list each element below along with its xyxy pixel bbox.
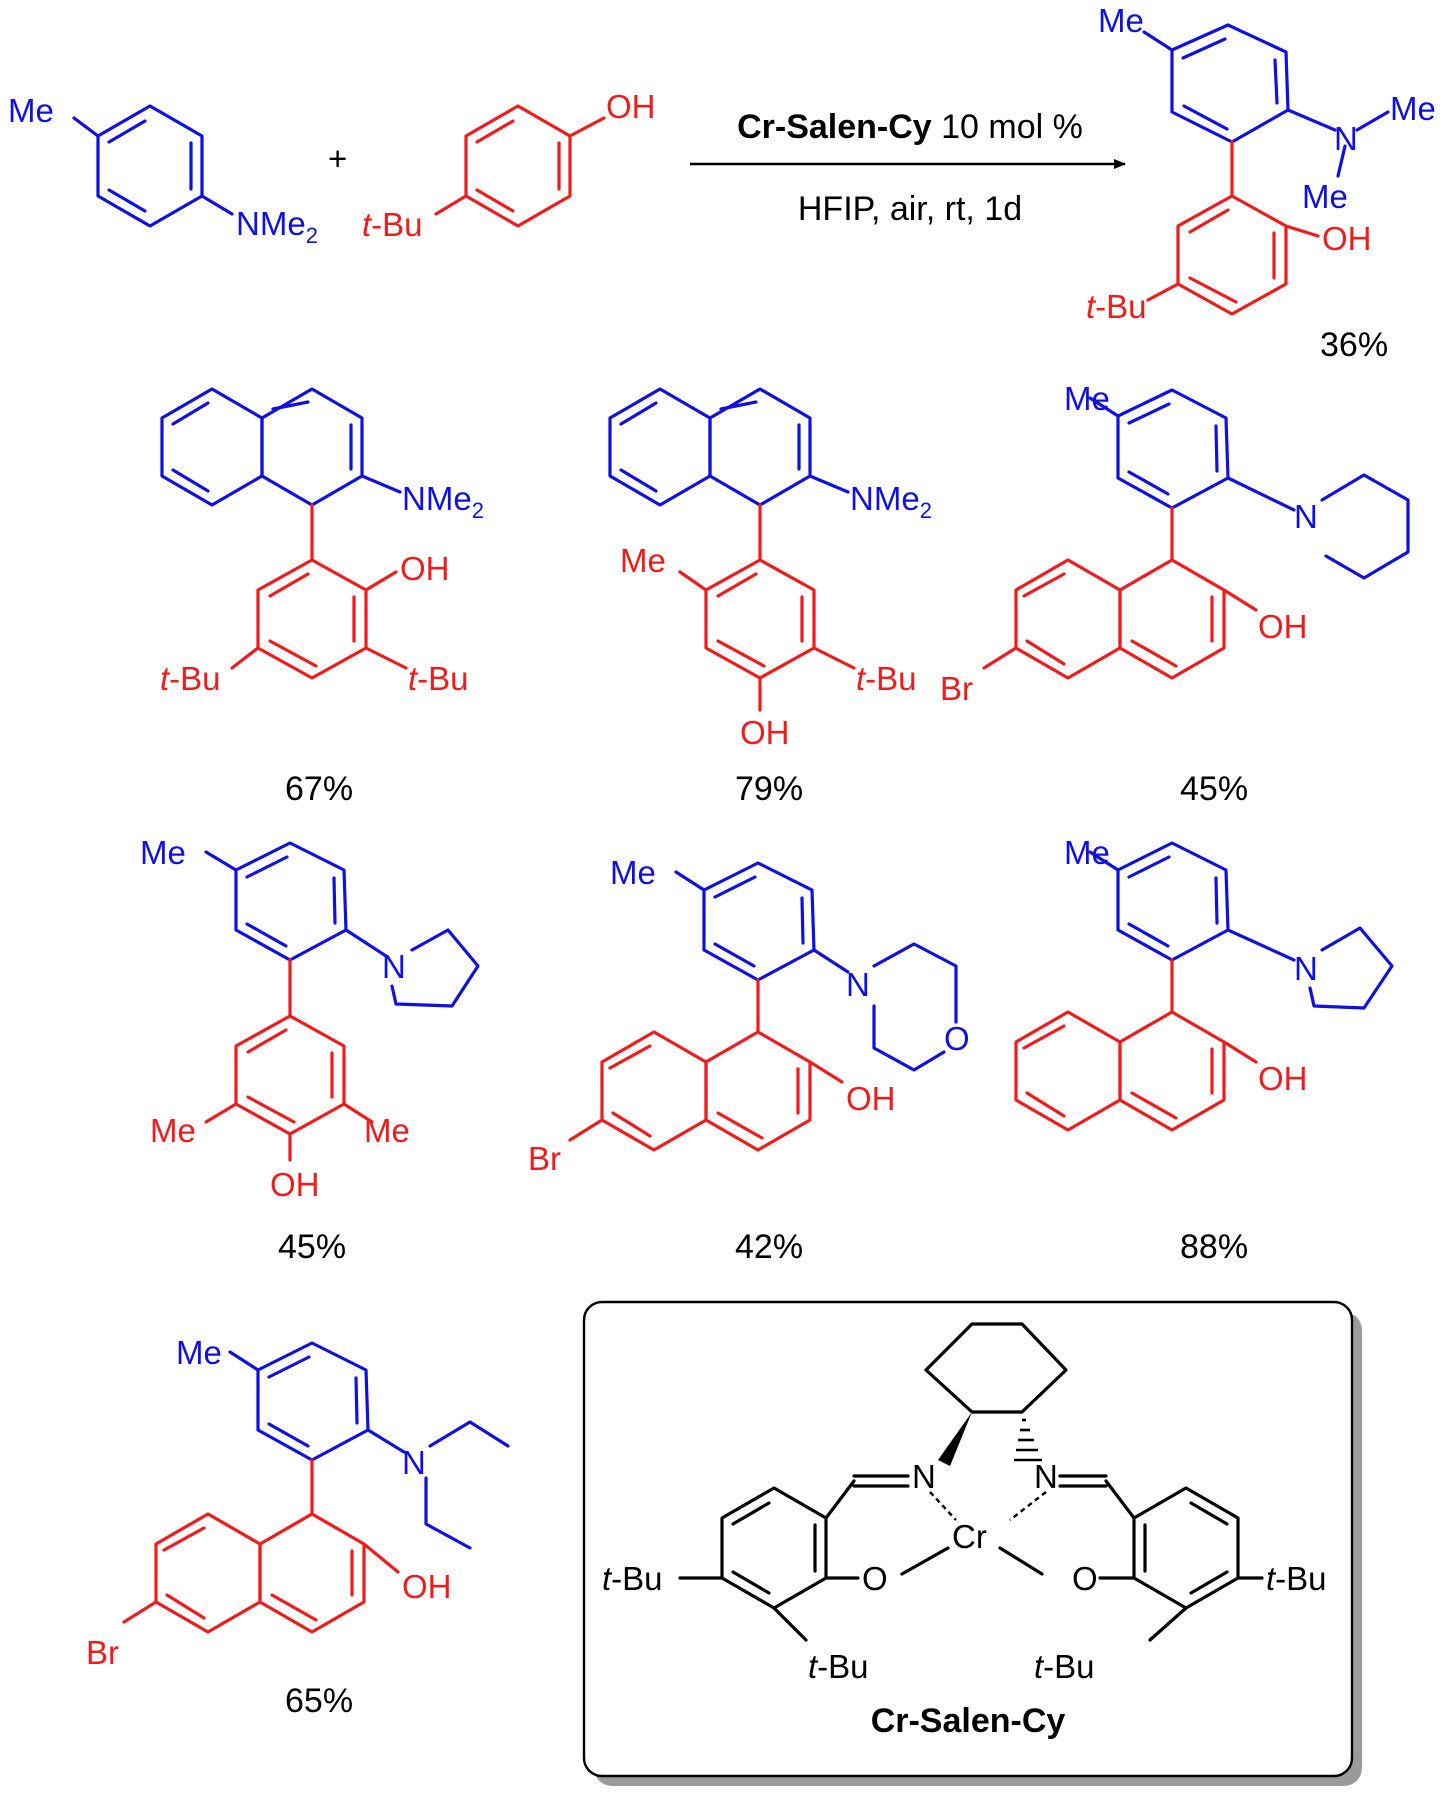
reactant-dimethylaniline: Me NMe2 — [8, 92, 318, 248]
p7-label-me: Me — [1064, 834, 1110, 871]
p8-label-oh: OH — [402, 1568, 452, 1605]
p7-label-oh: OH — [1258, 1060, 1308, 1097]
p1-label-tbu: t-Bu — [1086, 288, 1147, 325]
p8-label-br: Br — [86, 1634, 119, 1671]
p7-label-n: N — [1294, 950, 1318, 987]
p4-label-br: Br — [940, 670, 973, 707]
plus-sign: + — [328, 140, 347, 177]
p1-label-oh: OH — [1322, 220, 1372, 257]
p1-label-n: N — [1334, 120, 1358, 157]
yield-p5: 45% — [278, 1228, 346, 1266]
cat-label-n-left: N — [912, 1458, 936, 1495]
p3-label-tbu: t-Bu — [856, 660, 917, 697]
p2-label-oh: OH — [400, 550, 450, 587]
yield-p7: 88% — [1180, 1228, 1248, 1266]
p1-label-me-3: Me — [1302, 178, 1348, 215]
product-1: Me N Me Me OH t-Bu 36% — [1086, 2, 1436, 364]
reactant-tbu-phenol: OH t-Bu — [362, 88, 656, 243]
p8-label-n: N — [402, 1444, 426, 1481]
p6-label-o: O — [944, 1020, 970, 1057]
cat-label-cr: Cr — [952, 1518, 987, 1555]
cat-label-n-right: N — [1034, 1458, 1058, 1495]
p4-label-oh: OH — [1258, 608, 1308, 645]
product-5: Me N Me Me OH 45% — [140, 834, 480, 1266]
cat-label-tbu-2: t-Bu — [808, 1648, 869, 1685]
catalyst-box: N N Cr O t-Bu t-Bu O t-Bu — [582, 1300, 1362, 1786]
product-7: Me N OH 88% — [1014, 834, 1394, 1266]
label-tbu: t-Bu — [362, 206, 423, 243]
p5-label-n: N — [382, 948, 406, 985]
p6-label-me: Me — [610, 854, 656, 891]
p6-label-br: Br — [528, 1140, 561, 1177]
p6-label-n: N — [846, 966, 870, 1003]
p3-label-nme2: NMe2 — [850, 480, 932, 523]
p8-label-me: Me — [176, 1334, 222, 1371]
cat-label-tbu-3: t-Bu — [1266, 1560, 1327, 1597]
p3-label-me: Me — [620, 542, 666, 579]
label-nme2: NMe2 — [236, 205, 318, 248]
p1-label-me-2: Me — [1390, 90, 1436, 127]
yield-p2: 67% — [285, 770, 353, 808]
product-2: NMe2 OH t-Bu t-Bu 67% — [160, 387, 484, 808]
label-oh: OH — [606, 88, 656, 125]
cat-label-o-left: O — [862, 1560, 888, 1597]
product-3: NMe2 Me t-Bu OH 79% — [608, 387, 932, 808]
p4-label-me: Me — [1064, 380, 1110, 417]
yield-p1: 36% — [1320, 326, 1388, 364]
arrow-conditions-text: HFIP, air, rt, 1d — [798, 190, 1022, 228]
p4-label-n: N — [1294, 498, 1318, 535]
label-me: Me — [8, 92, 54, 129]
reaction-arrow: Cr-Salen-Cy 10 mol % HFIP, air, rt, 1d — [690, 108, 1126, 228]
p3-label-oh: OH — [740, 714, 790, 751]
cat-label-tbu-4: t-Bu — [1034, 1648, 1095, 1685]
p5-label-me-2: Me — [150, 1112, 196, 1149]
yield-p3: 79% — [735, 770, 803, 808]
product-4: Me N OH Br 45% — [940, 380, 1410, 808]
p6-label-oh: OH — [846, 1080, 896, 1117]
p2-label-tbu-1: t-Bu — [408, 660, 469, 697]
cat-label-tbu-1: t-Bu — [602, 1560, 663, 1597]
p5-label-me: Me — [140, 834, 186, 871]
p2-label-nme2: NMe2 — [402, 480, 484, 523]
product-6: Me N O OH Br 42% — [528, 854, 970, 1266]
p5-label-oh: OH — [270, 1166, 320, 1203]
catalyst-caption: Cr-Salen-Cy — [871, 1702, 1066, 1740]
product-8: Me N OH Br 65% — [86, 1334, 510, 1720]
yield-p4: 45% — [1180, 770, 1248, 808]
yield-p6: 42% — [735, 1228, 803, 1266]
cat-label-o-right: O — [1072, 1560, 1098, 1597]
arrow-catalyst-text: Cr-Salen-Cy 10 mol % — [737, 108, 1083, 146]
yield-p8: 65% — [285, 1682, 353, 1720]
p5-label-me-3: Me — [364, 1112, 410, 1149]
p1-label-me: Me — [1098, 2, 1144, 39]
p2-label-tbu-2: t-Bu — [160, 660, 221, 697]
